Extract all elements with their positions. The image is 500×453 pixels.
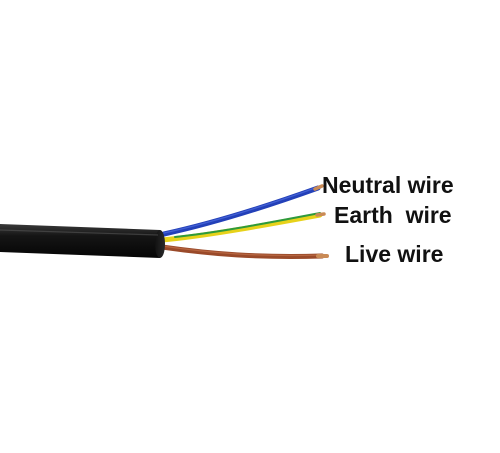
- live-wire-highlight: [161, 245, 323, 257]
- earth-wire: [159, 212, 323, 243]
- neutral-copper-tip: [313, 184, 324, 191]
- earth-wire-label: Earth wire: [334, 202, 452, 228]
- live-wire: [159, 244, 325, 260]
- neutral-wire-highlight: [163, 186, 319, 234]
- earth-wire-stripe: [174, 212, 321, 238]
- cable-sheath-sheen: [0, 229, 159, 236]
- cable-sheath: [0, 224, 163, 258]
- live-wire-label: Live wire: [345, 241, 444, 267]
- cable-sheath-end: [155, 230, 165, 258]
- neutral-wire: [161, 185, 321, 237]
- neutral-wire-label: Neutral wire: [322, 172, 454, 198]
- earth-copper-tip: [315, 212, 326, 217]
